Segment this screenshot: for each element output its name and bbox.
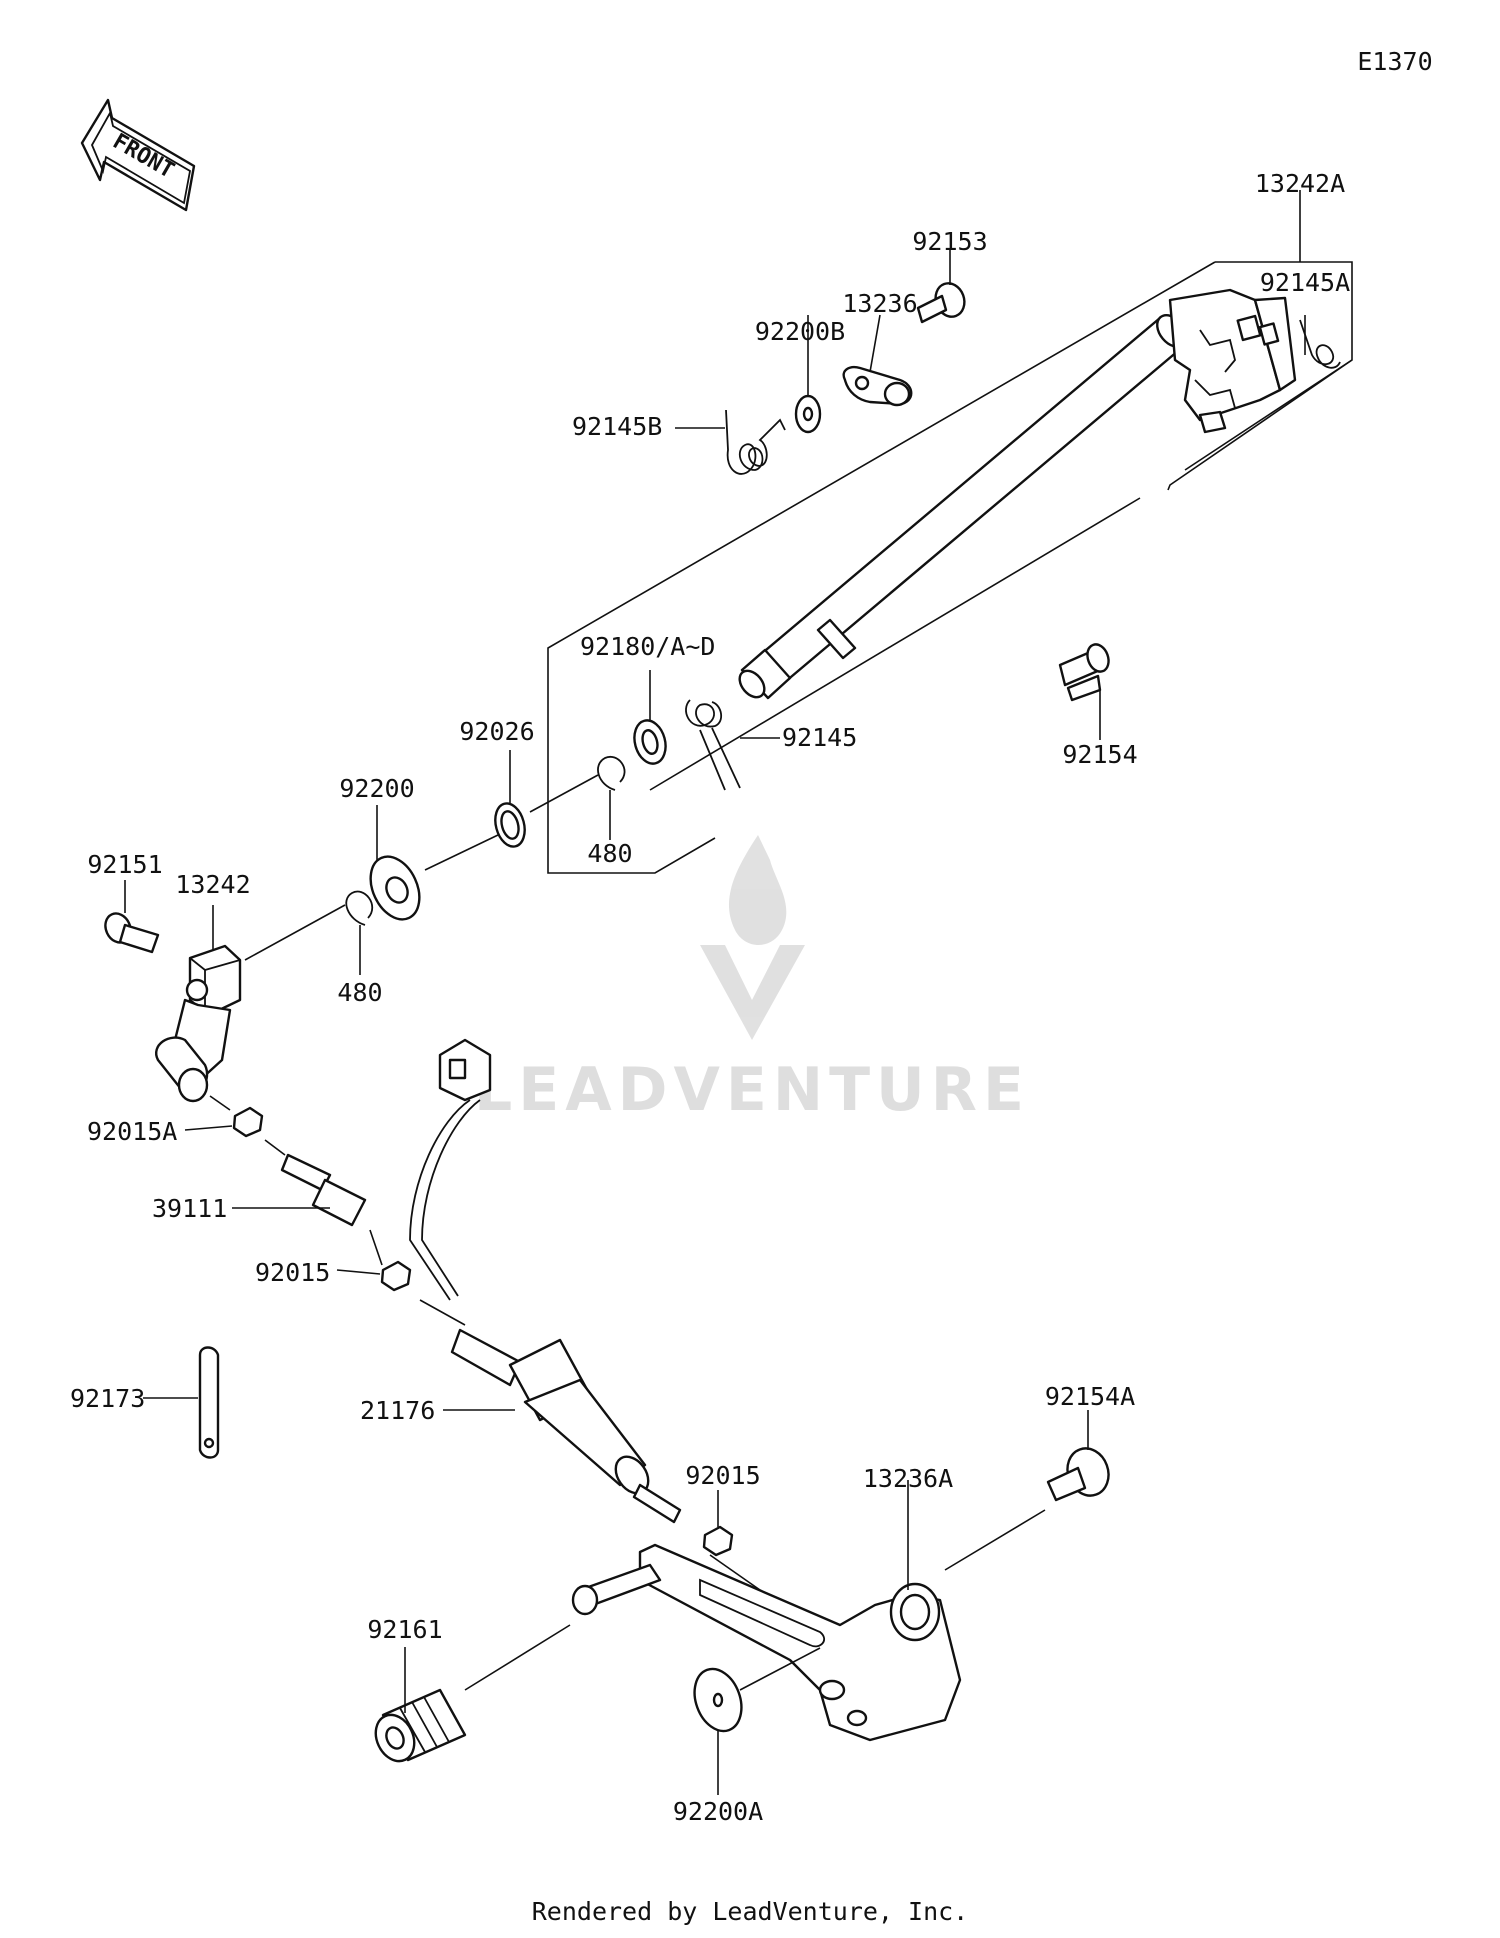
circlip-480-upper	[597, 755, 626, 840]
label-92015-upper: 92015	[255, 1258, 330, 1287]
front-arrow-icon: FRONT	[80, 98, 196, 212]
label-92154: 92154	[1062, 740, 1137, 769]
lever-13236	[842, 314, 913, 407]
washer-92180	[633, 670, 667, 765]
label-92145A: 92145A	[1260, 268, 1350, 297]
rod-39111	[232, 1139, 367, 1227]
label-13242: 13242	[175, 870, 250, 899]
label-92145B: 92145B	[572, 412, 662, 441]
bolt-92151	[104, 880, 160, 954]
shift-shaft-assembly-frame	[547, 190, 1353, 874]
label-13236A: 13236A	[863, 1464, 953, 1493]
label-92200A: 92200A	[673, 1797, 763, 1826]
label-92145: 92145	[782, 723, 857, 752]
label-92015-lower: 92015	[685, 1461, 760, 1490]
seal-92026	[494, 750, 599, 848]
label-92026: 92026	[459, 717, 534, 746]
label-13236: 13236	[842, 289, 917, 318]
spring-92145	[685, 699, 780, 791]
spring-92145B	[675, 409, 786, 475]
label-21176: 21176	[360, 1396, 435, 1425]
label-92200: 92200	[339, 774, 414, 803]
rubber-92161	[374, 1624, 571, 1763]
label-92180: 92180/A~D	[580, 632, 715, 661]
washer-92200B	[794, 315, 822, 434]
nut-92015A	[184, 1095, 264, 1138]
diagram-id: E1370	[1357, 47, 1432, 76]
watermark-text: LEADVENTURE	[474, 1055, 1030, 1125]
plate-92173	[143, 1346, 220, 1459]
shift-pedal-13236A	[571, 1480, 962, 1742]
nut-92015-upper	[336, 1229, 412, 1292]
label-480-lower: 480	[337, 978, 382, 1007]
label-92161: 92161	[367, 1615, 442, 1644]
shift-shaft	[738, 288, 1297, 700]
washer-92200	[369, 805, 499, 921]
label-39111: 39111	[152, 1194, 227, 1223]
bolt-92154A	[944, 1410, 1110, 1571]
nut-92015-lower	[702, 1490, 761, 1591]
label-92173: 92173	[70, 1384, 145, 1413]
bolt-92153	[916, 250, 966, 324]
label-480-upper: 480	[587, 839, 632, 868]
circlip-480-lower	[345, 890, 374, 975]
label-13242A: 13242A	[1255, 169, 1345, 198]
sensor-21176	[409, 1038, 682, 1524]
label-92154A: 92154A	[1045, 1382, 1135, 1411]
footer-credit: Rendered by LeadVenture, Inc.	[532, 1897, 969, 1926]
washer-92200A	[693, 1647, 821, 1795]
label-92151: 92151	[87, 850, 162, 879]
clip-92145A	[1299, 315, 1341, 369]
label-92015A: 92015A	[87, 1117, 177, 1146]
bolt-92154	[1058, 643, 1110, 740]
shift-arm-13242	[155, 904, 346, 1103]
label-92200B: 92200B	[755, 317, 845, 346]
watermark-logo	[700, 835, 805, 1040]
label-92153: 92153	[912, 227, 987, 256]
